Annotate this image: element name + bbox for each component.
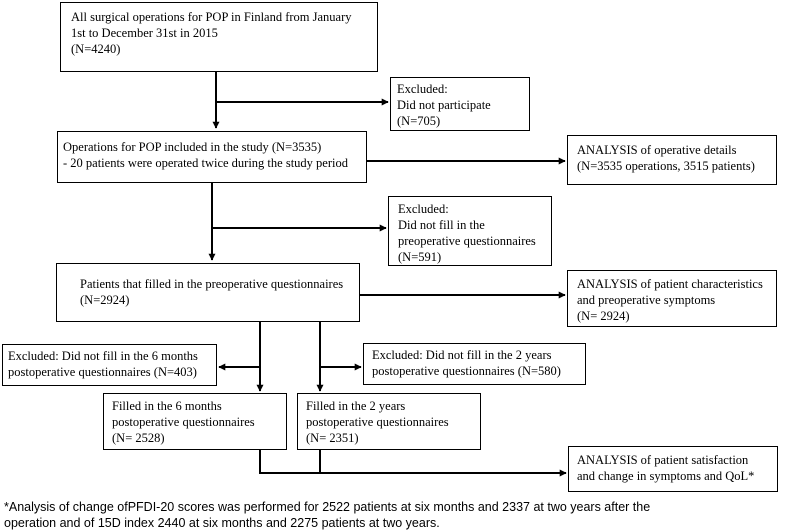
box-excluded-preop: Excluded: Did not fill in the preoperati… [388, 196, 552, 266]
box-analysis-satisfaction: ANALYSIS of patient satisfaction and cha… [568, 446, 778, 492]
box-filled-preop: Patients that filled in the preoperative… [56, 263, 360, 322]
box-all-operations: All surgical operations for POP in Finla… [60, 2, 378, 72]
box-filled-6m: Filled in the 6 months postoperative que… [103, 393, 287, 450]
box-excluded-6m: Excluded: Did not fill in the 6 months p… [2, 344, 217, 386]
arrow-6m-to-satisfaction [259, 450, 567, 477]
box-analysis-operative: ANALYSIS of operative details (N=3535 op… [567, 135, 777, 185]
box-included-study: Operations for POP included in the study… [57, 131, 367, 183]
box-analysis-characteristics: ANALYSIS of patient characteristics and … [567, 270, 777, 327]
footnote: *Analysis of change ofPFDI-20 scores was… [4, 500, 651, 530]
box-filled-2y: Filled in the 2 years postoperative ques… [297, 393, 481, 450]
box-excluded-2y: Excluded: Did not fill in the 2 years po… [363, 343, 586, 385]
box-excluded-not-participate: Excluded: Did not participate (N=705) [390, 77, 530, 131]
